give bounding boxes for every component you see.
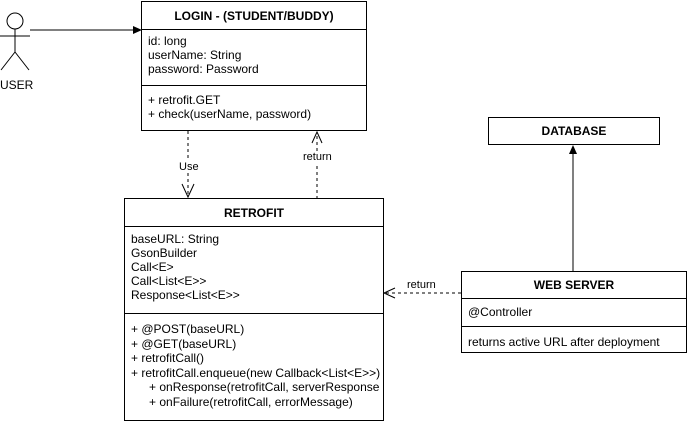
retrofit-sub-method: + onFailure(retrofitCall, errorMessage)	[149, 394, 353, 409]
webserver-database-association	[569, 145, 577, 271]
return-server-label: return	[405, 279, 438, 291]
webserver-methods: returns active URL after deployment	[462, 327, 686, 353]
webserver-attributes: @Controller	[462, 299, 686, 327]
return-to-retrofit-arrow	[382, 287, 461, 299]
login-attribute: password: Password	[148, 62, 259, 76]
login-method: + retrofit.GET	[148, 93, 221, 107]
login-attribute: userName: String	[148, 48, 242, 62]
retrofit-attribute: baseURL: String	[131, 232, 220, 246]
login-methods: + retrofit.GET + check(userName, passwor…	[142, 86, 366, 125]
retrofit-method: + retrofitCall.enqueue(new Callback<List…	[131, 365, 381, 380]
retrofit-attribute: GsonBuilder	[131, 246, 198, 260]
use-label: Use	[177, 161, 201, 173]
login-class-box: LOGIN - (STUDENT/BUDDY) id: long userNam…	[141, 1, 367, 131]
login-method: + check(userName, password)	[148, 107, 312, 121]
retrofit-method: + retrofitCall()	[131, 351, 205, 365]
database-box: DATABASE	[488, 117, 660, 145]
user-login-association	[30, 26, 142, 34]
webserver-class-title: WEB SERVER	[462, 272, 686, 299]
login-attributes: id: long userName: String password: Pass…	[142, 30, 366, 86]
retrofit-class-title: RETROFIT	[125, 199, 383, 227]
return-to-login-arrow	[311, 130, 323, 199]
user-actor-figure	[0, 12, 30, 71]
database-title: DATABASE	[541, 124, 607, 138]
webserver-class-box: WEB SERVER @Controller returns active UR…	[461, 271, 687, 353]
retrofit-methods: + @POST(baseURL) + @GET(baseURL) + retro…	[125, 314, 383, 413]
webserver-method: returns active URL after deployment	[468, 335, 660, 349]
retrofit-method: + @POST(baseURL)	[131, 322, 245, 336]
webserver-attribute: @Controller	[468, 305, 533, 319]
retrofit-sub-method: + onResponse(retrofitCall, serverRespons…	[149, 380, 380, 394]
login-class-title: LOGIN - (STUDENT/BUDDY)	[142, 2, 366, 30]
retrofit-method: + @GET(baseURL)	[131, 336, 237, 351]
retrofit-class-box: RETROFIT baseURL: String GsonBuilder Cal…	[124, 198, 384, 421]
user-actor-label: USER	[0, 78, 34, 92]
return-login-label: return	[301, 151, 334, 163]
retrofit-attributes: baseURL: String GsonBuilder Call<E> Call…	[125, 227, 383, 314]
login-attribute: id: long	[148, 34, 187, 48]
retrofit-attribute: Response<List<E>>	[131, 288, 240, 302]
retrofit-attribute: Call<List<E>>	[131, 274, 207, 288]
retrofit-attribute: Call<E>	[131, 260, 174, 274]
